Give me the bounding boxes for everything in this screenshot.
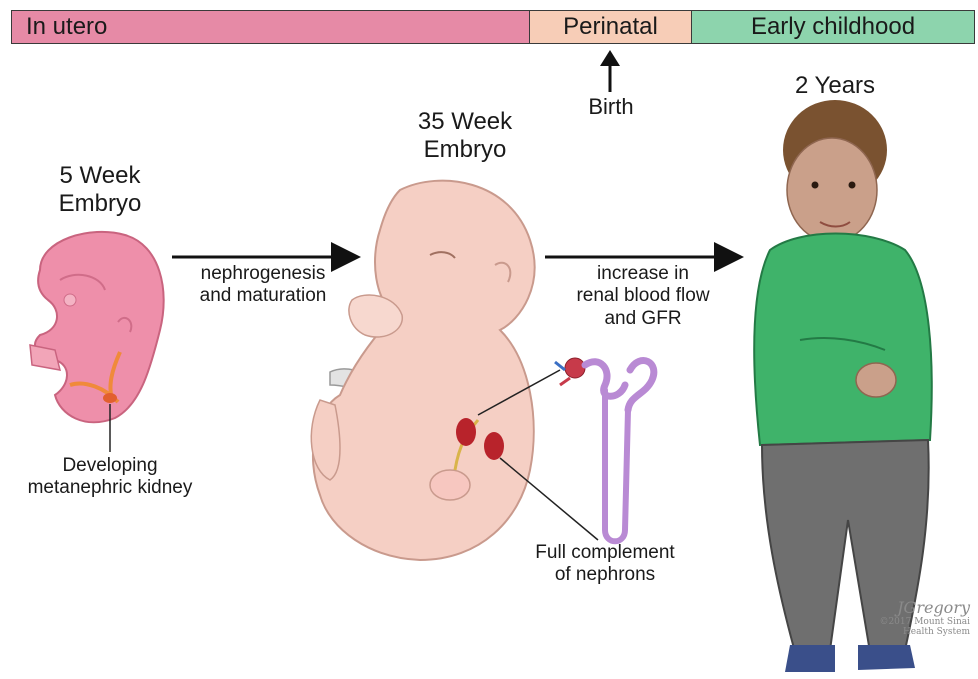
signature-credit1: ©2017 Mount Sinai: [870, 617, 970, 627]
stage-5-week-line1: 5 Week: [35, 162, 165, 190]
arrow1-caption: nephrogenesis and maturation: [168, 263, 358, 308]
signature-credit2: Health System: [870, 627, 970, 637]
signature-name: JGregory: [870, 598, 970, 617]
kidney-callout-line1: Developing: [10, 455, 210, 477]
arrow1-caption-line1: nephrogenesis: [168, 263, 358, 285]
child-2-years: [754, 100, 931, 672]
artist-signature: JGregory ©2017 Mount Sinai Health System: [870, 598, 970, 637]
stage-5-week-title: 5 Week Embryo: [35, 162, 165, 219]
arrow2-caption-line3: and GFR: [548, 308, 738, 330]
nephrons-callout-line1: Full complement: [515, 542, 695, 564]
nephrons-callout: Full complement of nephrons: [515, 542, 695, 587]
nephron-illustration: [555, 358, 654, 541]
kidney-callout: Developing metanephric kidney: [10, 455, 210, 500]
birth-text: Birth: [588, 94, 633, 119]
arrow2-caption-line1: increase in: [548, 263, 738, 285]
fetus-35-week: [311, 181, 598, 560]
stage-2-years-text: 2 Years: [795, 72, 875, 99]
arrow1-caption-line2: and maturation: [168, 285, 358, 307]
stage-35-week-title: 35 Week Embryo: [395, 108, 535, 165]
birth-arrow: [600, 50, 620, 92]
arrow2-caption-line2: renal blood flow: [548, 285, 738, 307]
stage-5-week-line2: Embryo: [35, 190, 165, 218]
kidney-callout-line2: metanephric kidney: [10, 477, 210, 499]
nephrons-callout-line2: of nephrons: [515, 564, 695, 586]
stage-35-week-line2: Embryo: [395, 136, 535, 164]
birth-label: Birth: [575, 94, 647, 120]
arrow2-caption: increase in renal blood flow and GFR: [548, 263, 738, 330]
stage-2-years-title: 2 Years: [770, 72, 900, 100]
stage-35-week-line1: 35 Week: [395, 108, 535, 136]
embryo-5-week: [30, 232, 164, 452]
